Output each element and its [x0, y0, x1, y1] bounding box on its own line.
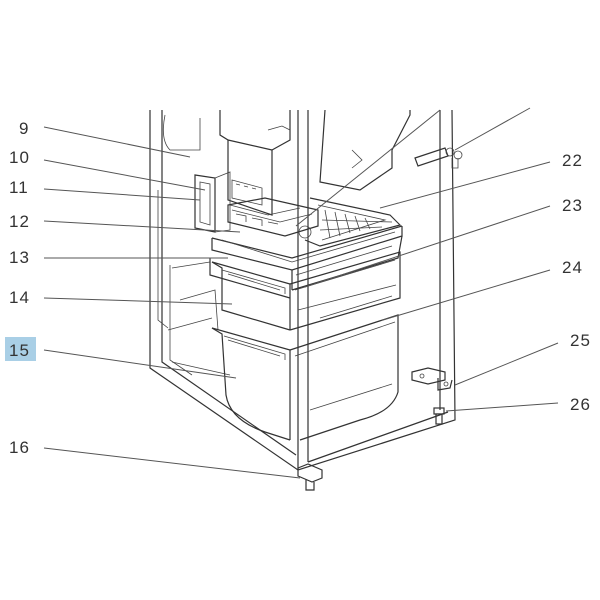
adjustable-leg	[433, 407, 445, 425]
lower-drawer	[211, 314, 399, 441]
top-hinge	[414, 147, 463, 169]
upper-drawer-tray	[209, 225, 403, 299]
upper-compartment	[219, 109, 411, 216]
callout-13: 13	[9, 248, 30, 267]
front-foot	[297, 463, 323, 491]
middle-drawer	[211, 251, 401, 331]
cabinet-outline	[149, 109, 456, 471]
callout-12: 12	[9, 212, 30, 231]
bottom-hinge	[411, 367, 453, 391]
callout-11: 11	[9, 178, 29, 197]
callout-24: 24	[562, 258, 583, 277]
callout-15: 15	[9, 341, 30, 360]
callout-25: 25	[570, 331, 591, 350]
inner-walls	[157, 190, 231, 376]
callout-16: 16	[9, 438, 30, 457]
ice-tray-and-shelf	[227, 197, 402, 247]
callout-14: 14	[9, 288, 30, 307]
ice-maker	[194, 171, 301, 233]
callout-labels: 9 10 11 12 13 14 15 16 22 23 24 25 26	[5, 119, 591, 457]
leader-lines	[43, 107, 559, 479]
callout-22: 22	[562, 151, 583, 170]
callout-9: 9	[19, 119, 29, 138]
callout-15-highlight	[5, 337, 36, 361]
callout-23: 23	[562, 196, 583, 215]
callout-26: 26	[570, 395, 591, 414]
callout-10: 10	[9, 148, 30, 167]
